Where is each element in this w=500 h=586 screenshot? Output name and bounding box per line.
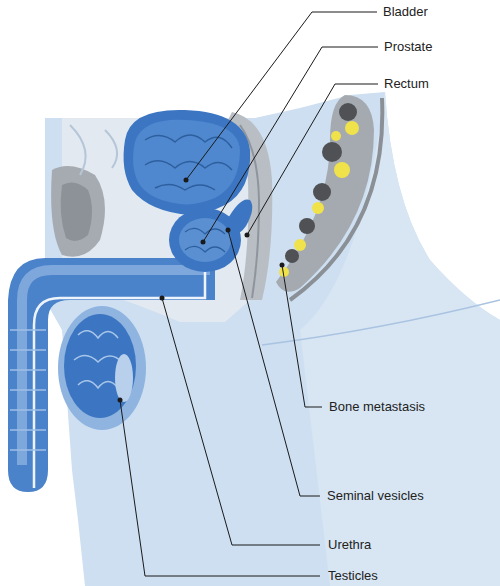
leader-dot bbox=[226, 228, 231, 233]
pubic-bone-inner bbox=[61, 182, 92, 240]
leader-dots bbox=[118, 178, 285, 403]
leader-line bbox=[282, 265, 322, 407]
metastasis-spot bbox=[322, 142, 342, 162]
metastasis-spot bbox=[334, 162, 350, 178]
seminal-vesicle bbox=[226, 199, 252, 234]
abdominal-fold bbox=[70, 125, 117, 175]
metastasis-spot bbox=[285, 249, 299, 263]
part-label: Prostate bbox=[384, 39, 432, 55]
part-label: Urethra bbox=[328, 537, 371, 553]
leader-dot bbox=[184, 178, 189, 183]
leader-line bbox=[203, 47, 378, 242]
leader-dot bbox=[280, 263, 285, 268]
metastasis-spot bbox=[331, 131, 341, 141]
part-label: Testicles bbox=[328, 568, 378, 584]
pubic-bone bbox=[51, 166, 105, 257]
leader-line bbox=[228, 230, 320, 496]
bladder-organ bbox=[124, 110, 251, 215]
sacrum-edge bbox=[290, 98, 382, 300]
metastasis-spot bbox=[313, 183, 331, 201]
urethra-channel bbox=[34, 236, 205, 488]
leader-dot bbox=[160, 296, 165, 301]
part-label: Bone metastasis bbox=[329, 399, 425, 415]
part-label: Bladder bbox=[383, 4, 428, 20]
skin-line bbox=[262, 300, 500, 345]
leader-line bbox=[162, 298, 320, 545]
part-label: Seminal vesicles bbox=[327, 488, 424, 504]
metastasis-spot bbox=[294, 239, 306, 251]
prostate-inner bbox=[179, 218, 231, 262]
leader-line bbox=[247, 84, 378, 235]
leader-dot bbox=[118, 398, 123, 403]
body-region bbox=[45, 92, 500, 586]
leader-line bbox=[186, 12, 377, 180]
metastasis-spot bbox=[345, 121, 359, 135]
sacrum-bone bbox=[276, 95, 374, 292]
metastasis-spots bbox=[279, 103, 359, 277]
scrotum-shape bbox=[58, 306, 146, 430]
epididymis-shape bbox=[115, 354, 133, 402]
leader-dot bbox=[245, 233, 250, 238]
testicle-texture bbox=[74, 331, 122, 388]
part-label: Rectum bbox=[384, 76, 429, 92]
bladder-folds bbox=[145, 135, 232, 190]
leader-line bbox=[120, 400, 320, 576]
metastasis-spot bbox=[339, 103, 357, 121]
metastasis-spot bbox=[299, 218, 315, 234]
glans-texture bbox=[10, 330, 46, 450]
metastasis-spot bbox=[312, 202, 324, 214]
testicle-organ bbox=[64, 314, 136, 418]
bladder-inner bbox=[133, 120, 240, 205]
leader-dot bbox=[201, 240, 206, 245]
prostate-texture bbox=[185, 228, 225, 252]
